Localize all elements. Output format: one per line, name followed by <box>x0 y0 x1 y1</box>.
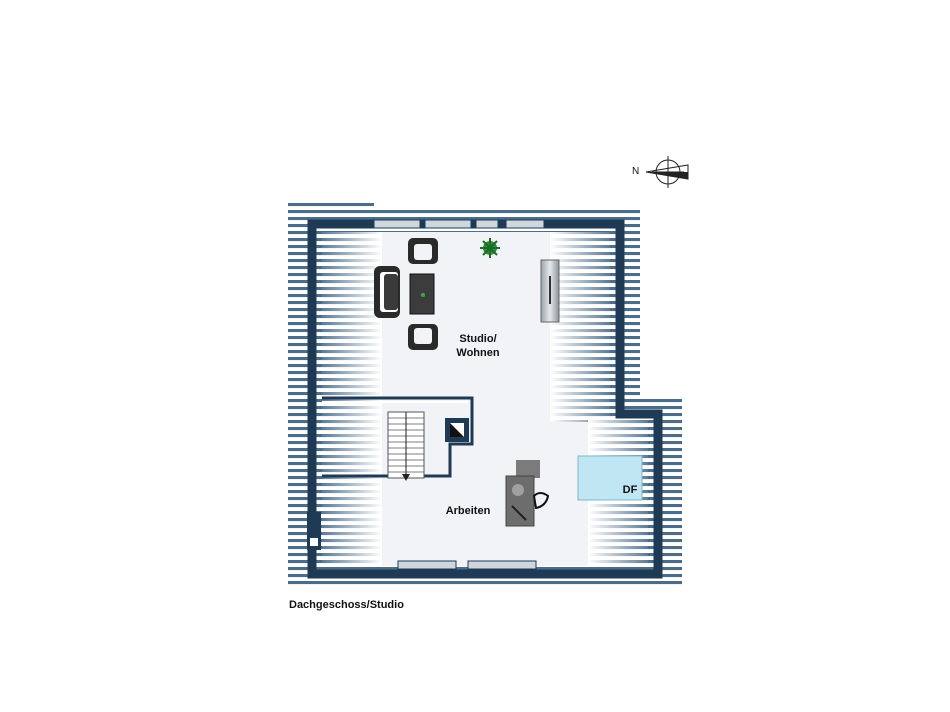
coffee-table <box>409 273 435 315</box>
compass-north-label: N <box>632 166 640 177</box>
sideboard <box>540 259 560 323</box>
outer-wall <box>307 219 663 579</box>
armchair-top <box>408 238 438 264</box>
room-label-df: DF <box>622 484 638 496</box>
staircase <box>387 411 425 481</box>
windows <box>373 219 545 570</box>
room-label-studio: Studio/ Wohnen <box>448 332 508 360</box>
logo <box>307 512 321 550</box>
skylight <box>577 455 643 501</box>
stair-arrow-icon <box>402 474 410 481</box>
armchair-bottom <box>408 324 438 350</box>
room-label-arbeiten: Arbeiten <box>445 505 491 517</box>
desk-chair <box>532 492 550 510</box>
studio-label-line2: Wohnen <box>456 347 500 359</box>
chimney <box>445 418 469 442</box>
compass-icon <box>645 156 689 188</box>
plant-icon <box>480 238 500 258</box>
studio-label-line1: Studio/ <box>459 333 497 345</box>
desk <box>505 460 540 527</box>
stair-wall <box>322 396 474 478</box>
floor-plan-title: Dachgeschoss/Studio <box>289 599 404 611</box>
sofa <box>374 266 400 318</box>
